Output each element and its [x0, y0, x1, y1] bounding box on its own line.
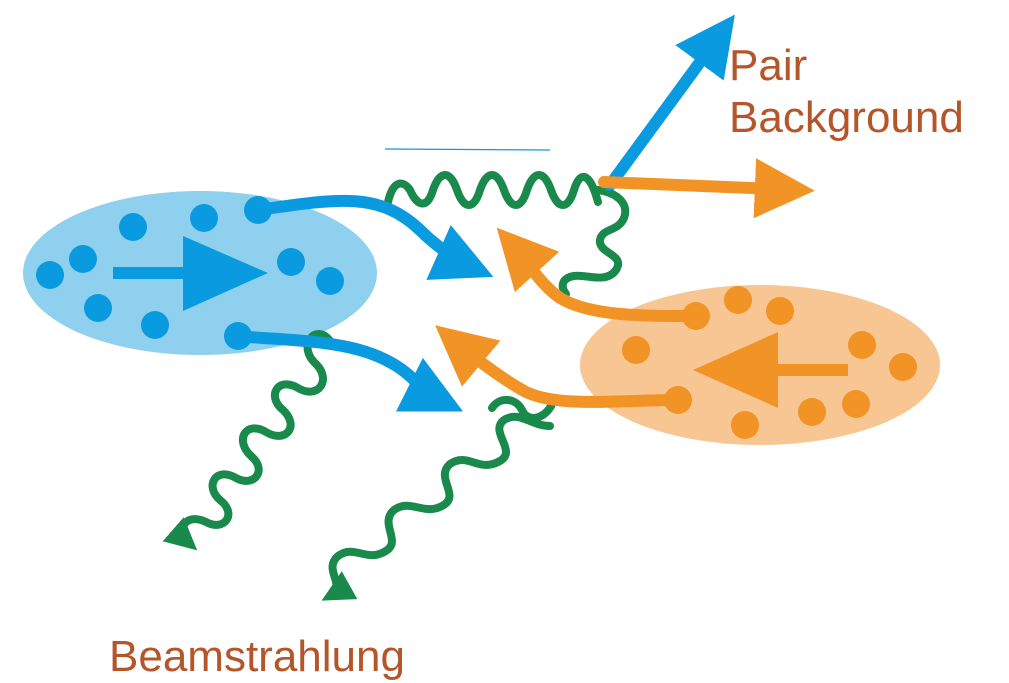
electron-particle: [69, 245, 97, 273]
positron-particle: [682, 302, 710, 330]
electron-particle: [36, 261, 64, 289]
electron-particle: [316, 267, 344, 295]
positron-particle: [889, 353, 917, 381]
electron-particle: [141, 311, 169, 339]
positron-particle: [622, 336, 650, 364]
pair-background-label-line2: Background: [729, 92, 964, 144]
positron-particle: [766, 297, 794, 325]
pair-electron-arrow: [610, 28, 725, 185]
positron-particle: [724, 286, 752, 314]
electron-particle: [84, 294, 112, 322]
electron-particle: [244, 196, 272, 224]
photon-beamstrahlung-1: [183, 334, 330, 544]
positron-particle: [731, 411, 759, 439]
positron-particle: [848, 331, 876, 359]
thin-divider-line: [385, 149, 550, 150]
photon-beamstrahlung-2: [330, 417, 550, 596]
photon-pair-creation-1: [388, 175, 598, 205]
electron-particle: [119, 213, 147, 241]
beamstrahlung-label: Beamstrahlung: [109, 631, 405, 683]
photon-pair-creation-2: [563, 190, 626, 294]
electron-particle: [190, 204, 218, 232]
pair-background-label-line1: Pair: [729, 40, 964, 92]
electron-bunch: [23, 191, 377, 355]
electron-particle: [277, 248, 305, 276]
pair-positron-arrow: [604, 182, 798, 190]
positron-particle: [798, 398, 826, 426]
positron-particle: [842, 390, 870, 418]
positron-particle: [664, 386, 692, 414]
pair-background-label: Pair Background: [729, 40, 964, 144]
electron-particle: [224, 322, 252, 350]
